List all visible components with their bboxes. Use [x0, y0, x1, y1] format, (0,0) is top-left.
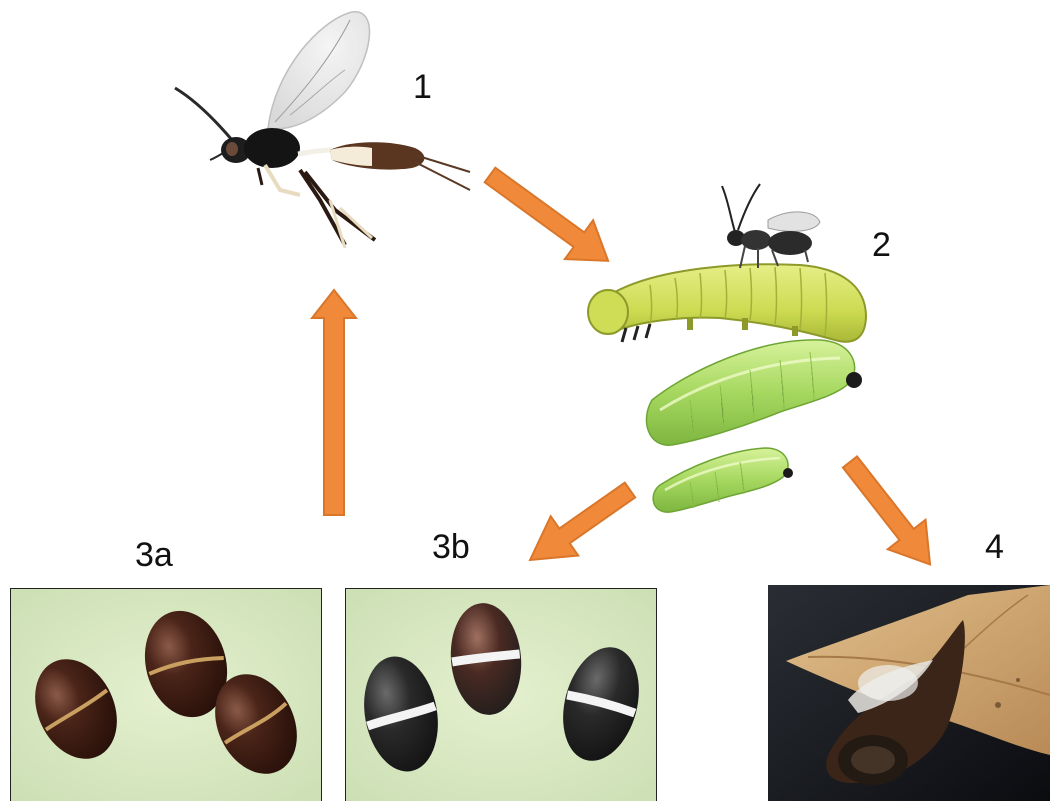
larva-icon: [588, 264, 866, 342]
caterpillar-icon: [646, 340, 862, 445]
arrow-adult-to-host: [476, 156, 622, 281]
photo-3a-pupae: [10, 588, 322, 801]
stage-label-2: 2: [872, 228, 891, 262]
stage-label-1: 1: [413, 70, 432, 104]
stage-label-3b: 3b: [432, 530, 470, 564]
stage-label-4: 4: [985, 530, 1004, 564]
arrow-host-to-3b: [516, 470, 643, 579]
arrow-host-to-4: [831, 447, 949, 579]
wasp-small-icon: [722, 184, 820, 268]
caterpillar-icon: [653, 448, 793, 512]
arrow-emergence-up: [312, 290, 356, 515]
photo-3b-pupae: [345, 588, 657, 801]
photo-4-dead-host: [768, 585, 1050, 801]
stage-label-3a: 3a: [135, 538, 173, 572]
wasp-icon: [175, 12, 470, 248]
